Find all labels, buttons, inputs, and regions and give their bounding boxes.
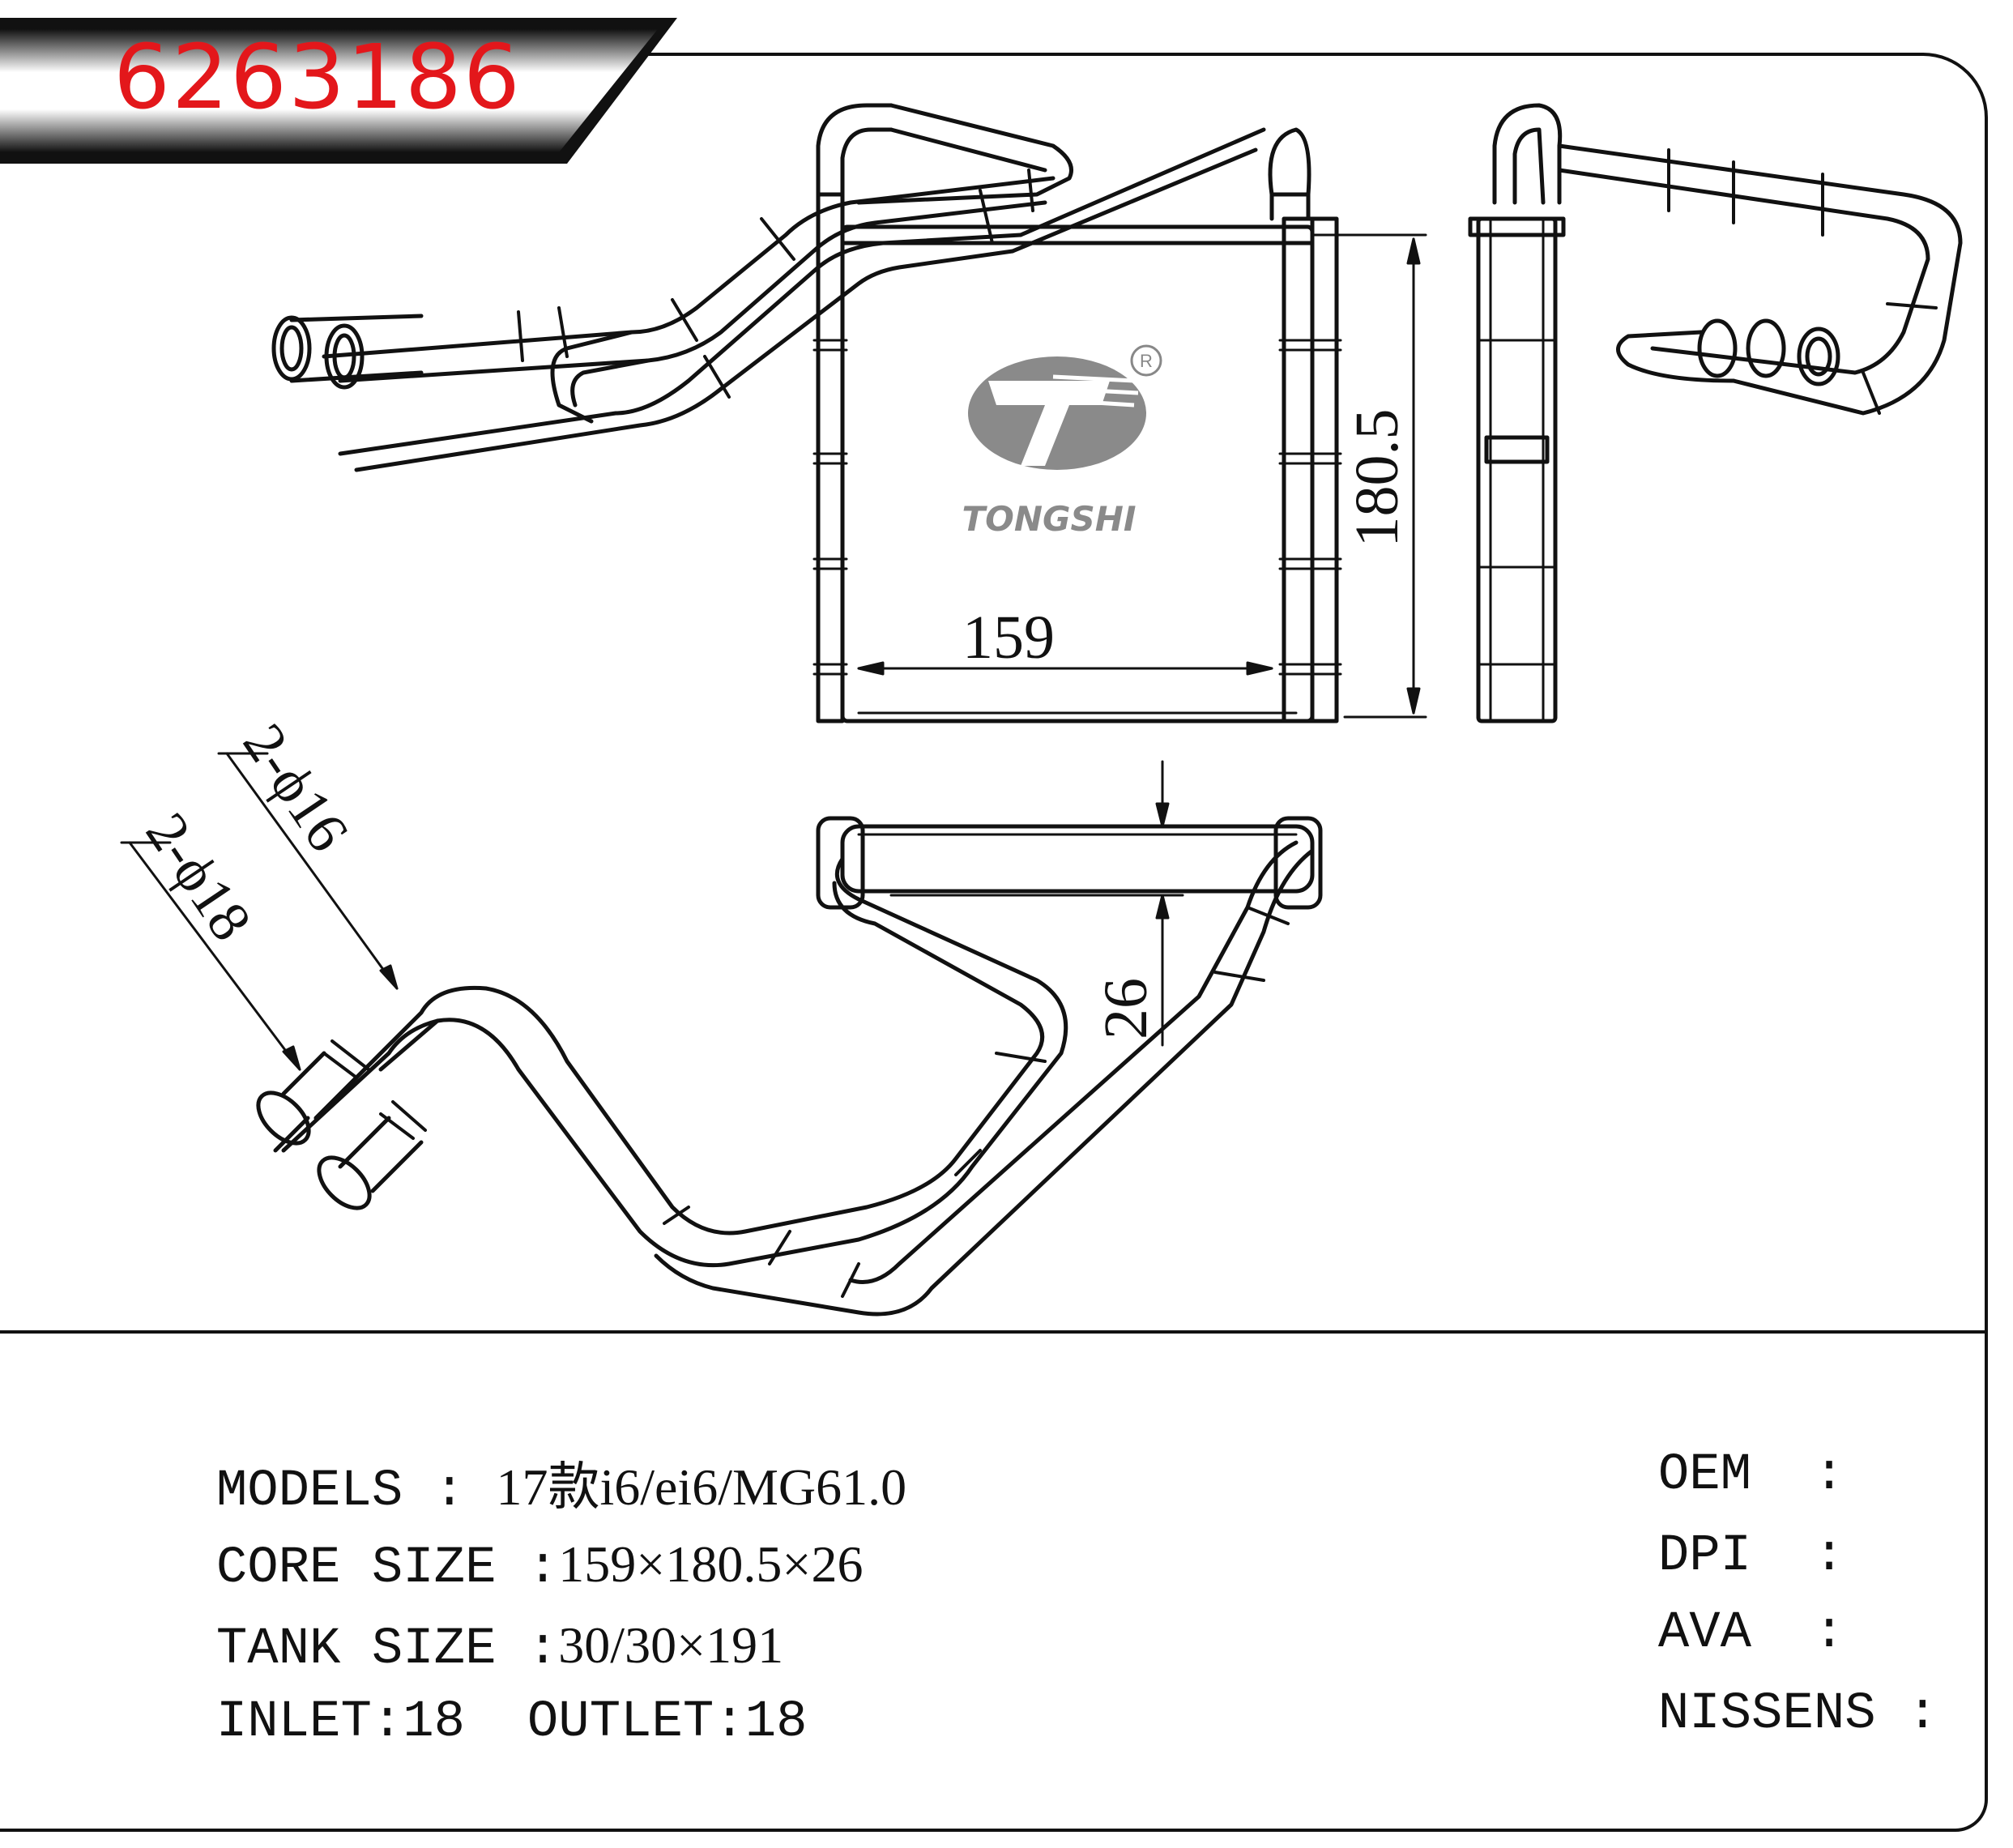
dpi-label: DPI xyxy=(1657,1527,1752,1586)
ava-label: AVA xyxy=(1657,1604,1752,1662)
ref-dpi: DPI : xyxy=(1596,1479,1845,1582)
heater-core-drawing: 159 180.5 26 2-ϕ16 2-ϕ18 R TONGSHI xyxy=(120,103,1963,1317)
core-depth-label: 26 xyxy=(1092,978,1160,1039)
ava-sep: : xyxy=(1813,1604,1845,1662)
dpi-sep: : xyxy=(1813,1527,1845,1586)
spec-core-size: CORE SIZE :159×180.5×26 xyxy=(154,1487,864,1595)
models-label: MODELS xyxy=(215,1462,403,1521)
core-width-label: 159 xyxy=(962,604,1055,672)
ref-ava: AVA : xyxy=(1596,1556,1845,1659)
top-view xyxy=(256,816,1323,1317)
pipe-inner-label: 2-ϕ18 xyxy=(134,801,264,952)
spec-models: MODELS : 17款i6/ei6/MG61.0 xyxy=(154,1410,907,1518)
part-number: 6263186 xyxy=(113,25,522,129)
nissens-label: NISSENS xyxy=(1657,1685,1876,1743)
outlet-label: OUTLET: xyxy=(527,1693,745,1752)
outlet-value: 18 xyxy=(744,1693,808,1752)
drawing-frame xyxy=(0,53,1988,1832)
oem-sep: : xyxy=(1813,1446,1845,1504)
oem-label: OEM xyxy=(1657,1446,1752,1504)
ref-nissens: NISSENS : xyxy=(1596,1637,1938,1740)
models-value: 17款i6/ei6/MG61.0 xyxy=(496,1458,907,1516)
brand-logo: R TONGSHI xyxy=(962,344,1162,539)
nissens-sep: : xyxy=(1907,1685,1938,1743)
dimension-lines xyxy=(120,233,1427,1071)
section-divider xyxy=(0,1330,1985,1334)
tank-size-value: 30/30×191 xyxy=(558,1616,784,1674)
inlet-value: 18 xyxy=(403,1693,466,1752)
inlet-label: INLET: xyxy=(215,1693,403,1752)
ref-oem: OEM : xyxy=(1596,1398,1845,1501)
side-view xyxy=(1468,103,1963,723)
core-height-label: 180.5 xyxy=(1343,409,1411,548)
core-size-sep: : xyxy=(527,1539,559,1598)
registered-mark-icon: R xyxy=(1140,351,1153,371)
front-view xyxy=(271,103,1342,723)
spec-inlet-outlet: INLET:18 OUTLET:18 xyxy=(154,1645,808,1748)
tank-size-sep: : xyxy=(527,1620,559,1679)
core-size-value: 159×180.5×26 xyxy=(558,1535,864,1593)
spec-tank-size: TANK SIZE :30/30×191 xyxy=(154,1568,784,1676)
core-size-label: CORE SIZE xyxy=(215,1539,497,1598)
tank-size-label: TANK SIZE xyxy=(215,1620,497,1679)
models-sep: : xyxy=(433,1462,466,1521)
brand-name: TONGSHI xyxy=(962,499,1136,539)
part-number-tag xyxy=(0,18,677,164)
